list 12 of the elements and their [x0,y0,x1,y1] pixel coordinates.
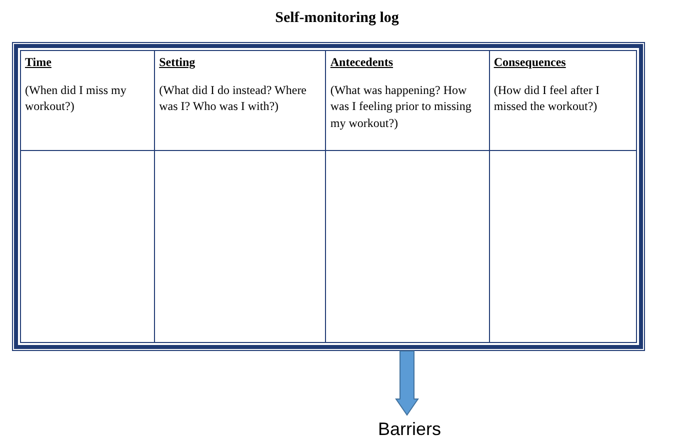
log-table [12,42,645,351]
title: Self-monitoring log [274,10,400,27]
block-arrow [395,350,419,416]
column-heading: Consequences [494,54,567,70]
column-heading: Antecedents [330,54,394,70]
column-question: (What was happening? How was I feeling prior to missing my workout?) [330,83,472,130]
column-question: (When did I miss my workout?) [25,83,126,114]
outcome-label: Barriers [378,419,442,440]
column-question: (How did I feel after I missed the workout?) [494,83,600,114]
column-question: (What did I do instead? Where was I? Who was I with?) [159,83,307,114]
column-heading: Setting [159,54,196,70]
column-heading: Time [25,54,52,70]
